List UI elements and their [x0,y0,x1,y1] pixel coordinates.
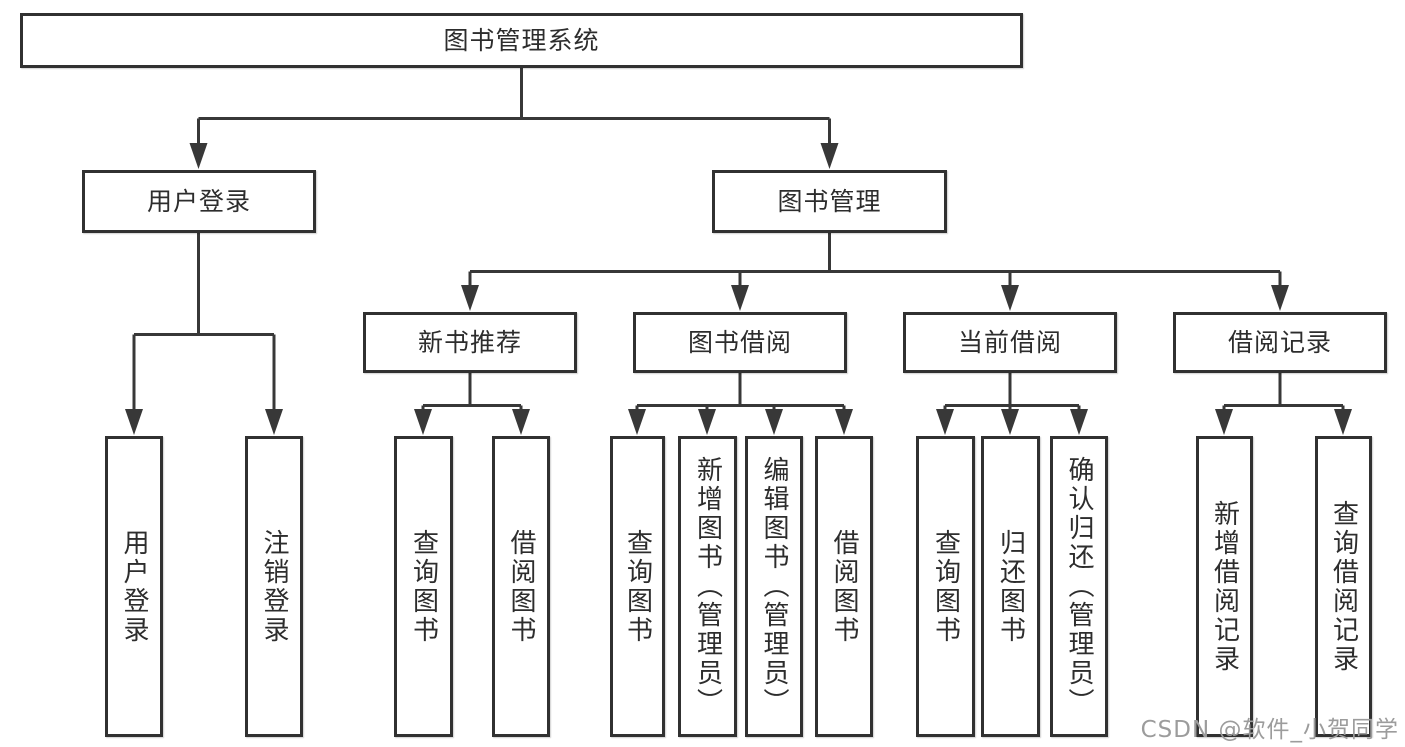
leaf-edit-book-admin: 编辑图书（管理员） [745,436,803,737]
leaf-add-book-admin: 新增图书（管理员） [678,436,737,737]
leaf-label: 借阅图书 [829,528,859,645]
node-label: 图书借阅 [687,328,792,357]
node-label: 用户登录 [146,187,251,216]
node-label: 当前借阅 [957,328,1062,357]
node-user-login: 用户登录 [82,170,316,233]
leaf-label: 新增借阅记录 [1209,499,1240,674]
leaf-label: 查询图书 [622,528,653,645]
leaf-label: 用户登录 [119,528,149,645]
node-label: 新书推荐 [417,328,522,357]
leaf-label: 查询借阅记录 [1328,499,1359,674]
leaf-borrow-books-recommend: 借阅图书 [492,436,550,737]
leaf-query-books-current: 查询图书 [916,436,975,737]
node-borrowing-records: 借阅记录 [1173,312,1387,373]
leaf-query-books-recommend: 查询图书 [394,436,453,737]
leaf-label: 确认归还（管理员） [1064,456,1094,717]
leaf-label: 新增图书（管理员） [692,456,723,717]
leaf-label: 查询图书 [408,528,439,645]
leaf-borrow-books-borrowing: 借阅图书 [815,436,873,737]
leaf-label: 编辑图书（管理员） [759,456,789,717]
leaf-label: 归还图书 [995,528,1026,645]
node-label: 图书管理 [777,187,882,216]
leaf-return-book: 归还图书 [981,436,1040,737]
node-book-borrowing: 图书借阅 [633,312,847,373]
leaf-user-login: 用户登录 [105,436,163,737]
node-library-management-system: 图书管理系统 [20,13,1023,68]
leaf-query-books-borrowing: 查询图书 [610,436,665,737]
node-book-management: 图书管理 [712,170,947,233]
node-new-book-recommendation: 新书推荐 [363,312,577,373]
node-label: 借阅记录 [1227,328,1332,357]
leaf-confirm-return-admin: 确认归还（管理员） [1050,436,1108,737]
watermark: CSDN @软件_小贺同学 [1140,717,1399,743]
leaf-logout: 注销登录 [245,436,303,737]
leaf-add-borrow-record: 新增借阅记录 [1196,436,1253,737]
leaf-query-borrow-record: 查询借阅记录 [1315,436,1372,737]
leaf-label: 查询图书 [930,528,961,645]
leaf-label: 借阅图书 [506,528,536,645]
node-current-borrowing: 当前借阅 [903,312,1117,373]
leaf-label: 注销登录 [259,528,289,645]
node-label: 图书管理系统 [443,26,600,55]
